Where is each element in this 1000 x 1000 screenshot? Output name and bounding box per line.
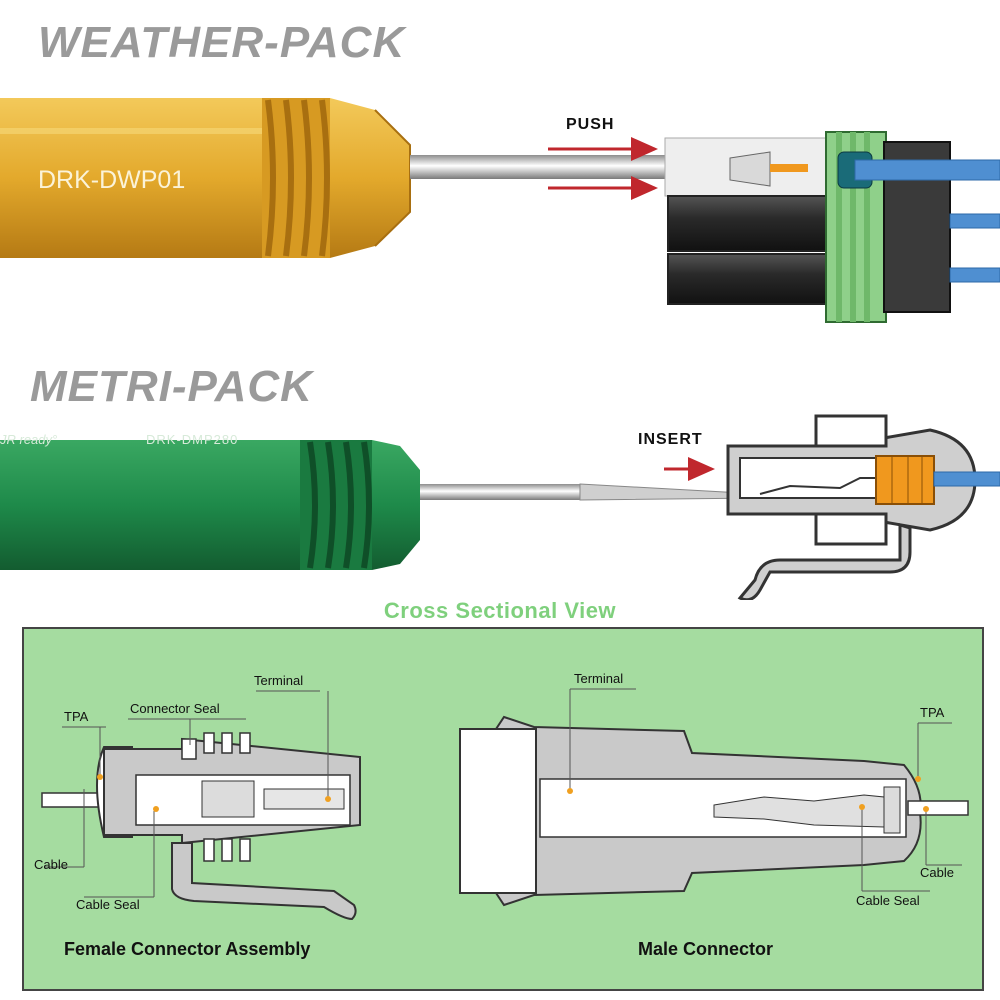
weather-pack-heading: WEATHER-PACK: [38, 18, 406, 67]
male-tpa-dot: [915, 776, 921, 782]
male-terminal-dot: [567, 788, 573, 794]
female-connector-seal-label: Connector Seal: [130, 701, 220, 716]
female-tpa-dot: [97, 774, 103, 780]
female-tpa-label: TPA: [64, 709, 89, 724]
female-callout-lines: [44, 690, 329, 898]
female-caption: Female Connector Assembly: [64, 939, 311, 959]
insert-label: INSERT: [638, 431, 703, 448]
female-connector-drawing: [41, 690, 361, 921]
male-tpa-label: TPA: [920, 705, 945, 720]
cross-section-panel: TPA Connector Seal Terminal Cable Cable …: [22, 627, 984, 991]
female-terminal-dot: [325, 796, 331, 802]
female-terminal-label: Terminal: [254, 673, 304, 688]
gold-grip-rings: [262, 98, 330, 258]
male-cable-label: Cable: [920, 865, 954, 880]
tool-illustrations: [0, 98, 1000, 600]
male-cable-dot: [923, 806, 929, 812]
cross-section-title: Cross Sectional View: [383, 598, 617, 623]
green-tool-brand-label: JR ready°: [0, 432, 58, 447]
green-removal-tool: [0, 440, 761, 570]
female-cable-seal-dot: [153, 806, 159, 812]
green-tool-model-label: DRK-DMP280: [146, 432, 239, 447]
female-cable-seal-label: Cable Seal: [76, 897, 140, 912]
male-callout-lines: [569, 688, 962, 892]
metri-pack-heading: METRI-PACK: [30, 362, 313, 411]
push-arrows: [548, 137, 658, 200]
push-label: PUSH: [566, 116, 615, 133]
weather-pack-connector: [664, 131, 1000, 323]
female-cable-label: Cable: [34, 857, 68, 872]
male-cable-seal-dot: [859, 804, 865, 810]
male-terminal-label: Terminal: [574, 671, 624, 686]
gold-tool-model-label: DRK-DWP01: [38, 166, 186, 194]
green-grip-rings: [300, 440, 372, 570]
male-connector-drawing: [459, 688, 969, 907]
metri-pack-connector: [726, 414, 1000, 600]
male-caption: Male Connector: [638, 939, 774, 959]
cross-section-drawings: [41, 688, 969, 921]
male-cable-seal-label: Cable Seal: [856, 893, 920, 908]
